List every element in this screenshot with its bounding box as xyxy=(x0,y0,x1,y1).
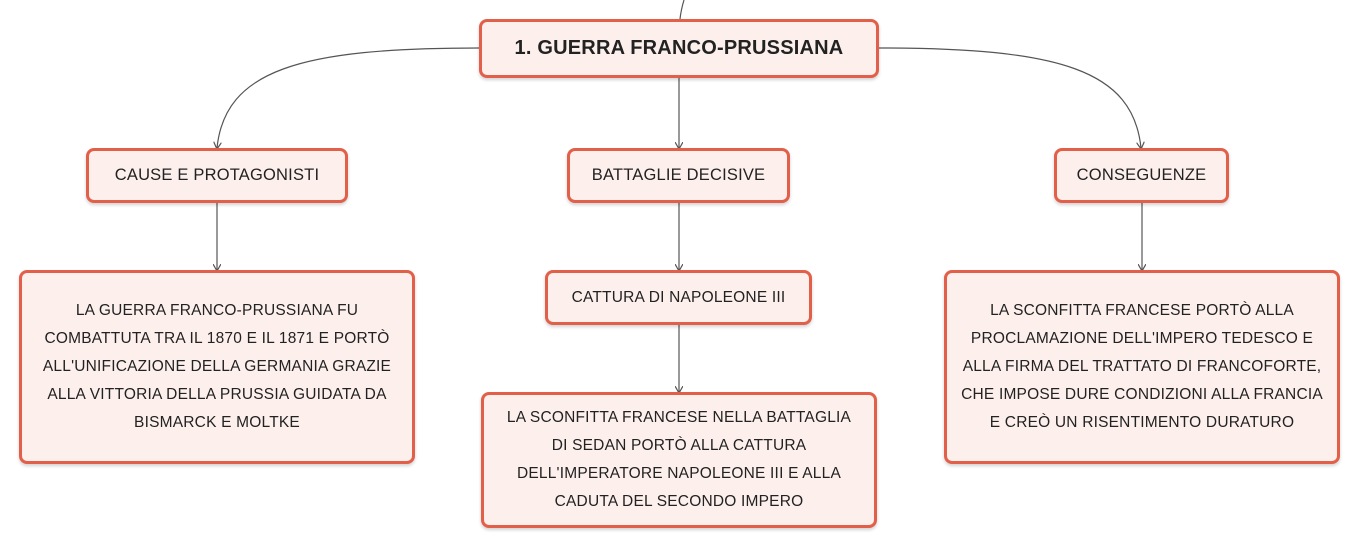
root-topic[interactable]: 1. GUERRA FRANCO-PRUSSIANA xyxy=(479,19,879,78)
topic-battaglie-label: BATTAGLIE DECISIVE xyxy=(591,166,766,184)
detail-battaglie[interactable]: LA SCONFITTA FRANCESE NELLA BATTAGLIA DI… xyxy=(481,392,877,528)
detail-cause-text: LA GUERRA FRANCO-PRUSSIANA FU COMBATTUTA… xyxy=(42,302,392,431)
connector-root-to-conseguenze xyxy=(878,47,1141,148)
detail-cause[interactable]: LA GUERRA FRANCO-PRUSSIANA FU COMBATTUTA… xyxy=(19,270,415,464)
subtopic-cattura-label: CATTURA DI NAPOLEONE III xyxy=(571,288,786,306)
topic-cause-label: CAUSE E PROTAGONISTI xyxy=(114,166,320,184)
subtopic-cattura-napoleone[interactable]: CATTURA DI NAPOLEONE III xyxy=(545,270,812,325)
topic-conseguenze[interactable]: CONSEGUENZE xyxy=(1054,148,1229,203)
topic-battaglie-decisive[interactable]: BATTAGLIE DECISIVE xyxy=(567,148,790,203)
detail-battaglie-text: LA SCONFITTA FRANCESE NELLA BATTAGLIA DI… xyxy=(506,409,852,510)
detail-conseguenze[interactable]: LA SCONFITTA FRANCESE PORTÒ ALLA PROCLAM… xyxy=(944,270,1340,464)
connector-root-to-cause xyxy=(217,47,480,148)
topic-cause-e-protagonisti[interactable]: CAUSE E PROTAGONISTI xyxy=(86,148,348,203)
detail-conseguenze-text: LA SCONFITTA FRANCESE PORTÒ ALLA PROCLAM… xyxy=(961,302,1323,431)
connector-parent-to-root xyxy=(679,0,685,20)
topic-conseguenze-label: CONSEGUENZE xyxy=(1076,166,1207,184)
root-topic-label: 1. GUERRA FRANCO-PRUSSIANA xyxy=(514,37,844,59)
